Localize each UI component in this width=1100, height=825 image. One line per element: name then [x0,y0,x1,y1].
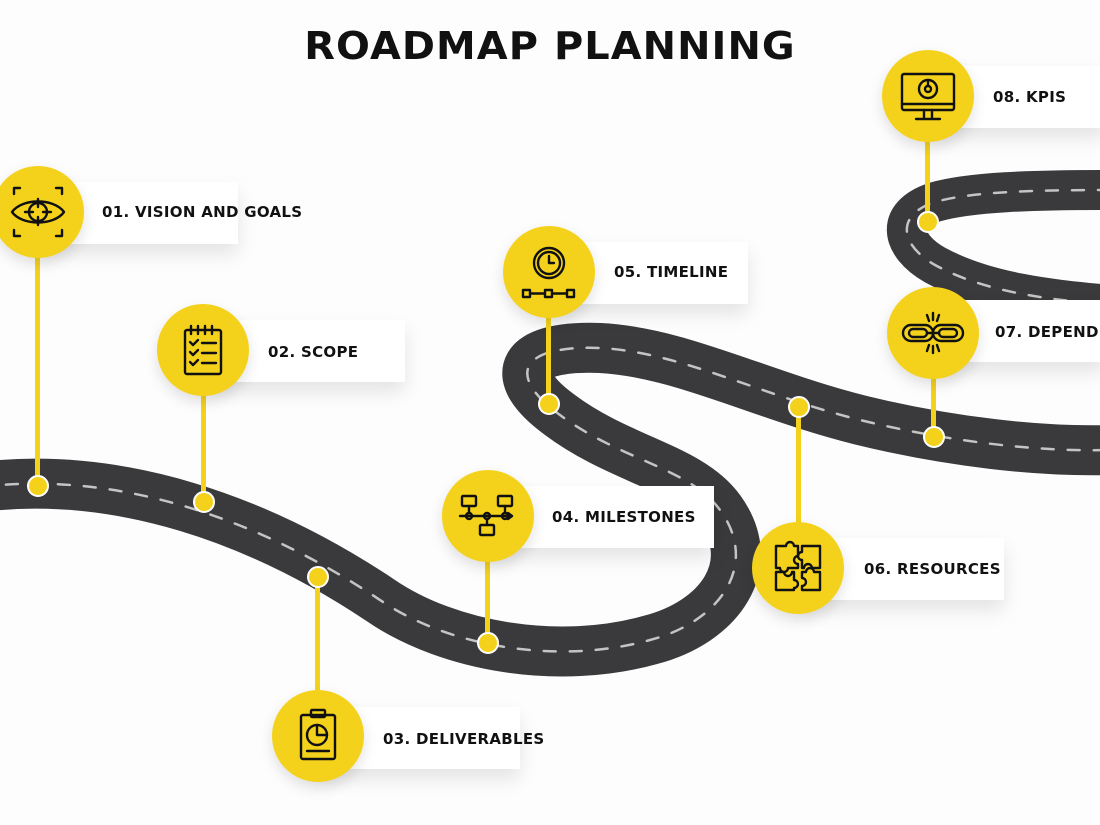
step-07-label: 07. DEPEND [995,323,1099,341]
step-08-stem [925,130,930,215]
step-03-circle[interactable] [272,690,364,782]
eye-target-icon [10,186,66,238]
step-05-stem [546,305,551,400]
step-01-stem [35,245,40,485]
step-06-stem [796,412,801,532]
step-04-label: 04. MILESTONES [552,508,696,526]
step-05-pin [538,393,560,415]
step-01-pin [27,475,49,497]
chain-link-icon [901,311,965,355]
step-02-label: 02. SCOPE [268,343,359,361]
step-08-pin [917,211,939,233]
step-04-stem [485,555,490,635]
step-06-circle[interactable] [752,522,844,614]
clipboard-checklist-icon [183,324,223,376]
step-07-pin [923,426,945,448]
flow-milestones-icon [458,494,514,537]
step-02-pin [193,491,215,513]
puzzle-pieces-icon [774,540,822,592]
step-03-pin [307,566,329,588]
step-08-label: 08. KPIS [993,88,1067,106]
clock-timeline-icon [521,246,576,299]
step-05-label: 05. TIMELINE [614,263,729,281]
step-04-circle[interactable] [442,470,534,562]
monitor-chart-icon [900,72,956,121]
page-title: ROADMAP PLANNING [304,24,796,68]
step-02-circle[interactable] [157,304,249,396]
step-08-circle[interactable] [882,50,974,142]
step-04-pin [477,632,499,654]
step-03-label: 03. DELIVERABLES [383,730,545,748]
step-02-stem [201,385,206,495]
step-03-stem [315,580,320,700]
step-06-pin [788,396,810,418]
step-07-circle[interactable] [887,287,979,379]
step-07-stem [931,370,936,430]
step-01-label: 01. VISION AND GOALS [102,203,303,221]
clipboard-pie-chart-icon [299,708,337,761]
step-01-circle[interactable] [0,166,84,258]
step-05-circle[interactable] [503,226,595,318]
step-06-label: 06. RESOURCES [864,560,1001,578]
